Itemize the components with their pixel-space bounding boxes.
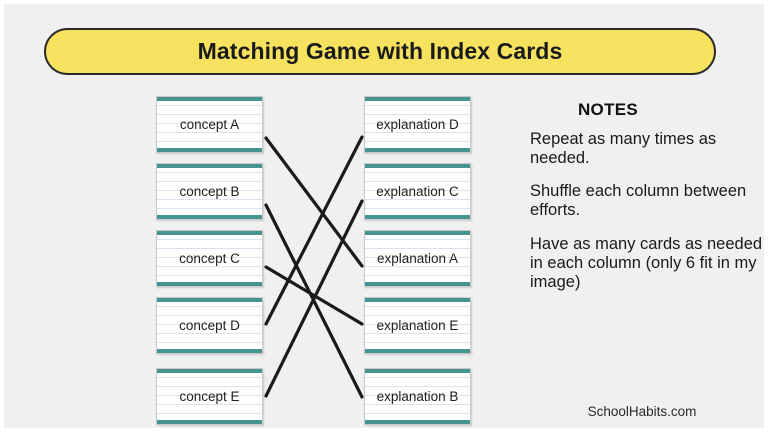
explanation-card-2[interactable]: explanation C [364,163,471,220]
explanation-card-1[interactable]: explanation D [364,96,471,153]
connector-line-2 [264,203,364,399]
card-label: concept B [179,183,240,199]
connector-line-5 [264,199,364,398]
note-paragraph-2: Shuffle each column between efforts. [530,182,747,220]
explanation-card-5[interactable]: explanation B [364,368,471,425]
notes-heading: NOTES [577,100,639,119]
card-label: concept C [179,250,240,266]
note-paragraph-3: Have as many cards as needed in each col… [530,234,763,291]
connector-line-1 [264,136,364,268]
concept-card-5[interactable]: concept E [156,368,263,425]
card-label: concept D [179,317,240,333]
concept-card-2[interactable]: concept B [156,163,263,220]
connector-line-3 [264,265,364,326]
card-label: concept A [179,116,240,132]
card-label: explanation A [376,250,459,266]
title-banner: Matching Game with Index Cards [44,28,716,75]
card-label: explanation B [376,388,459,404]
explanation-card-4[interactable]: explanation E [364,297,471,354]
concept-card-4[interactable]: concept D [156,297,263,354]
page-title: Matching Game with Index Cards [197,38,563,64]
concept-card-1[interactable]: concept A [156,96,263,153]
notes-panel: NOTES Repeat as many times as needed. Shu… [520,100,764,306]
card-label: explanation E [376,317,459,333]
connector-line-4 [264,135,364,326]
concept-card-3[interactable]: concept C [156,230,263,287]
explanation-card-3[interactable]: explanation A [364,230,471,287]
card-label: explanation D [376,116,459,132]
card-label: concept E [179,388,240,404]
footer-credit: SchoolHabits.com [587,404,697,419]
card-label: explanation C [376,183,459,199]
note-paragraph-1: Repeat as many times as needed. [530,130,717,168]
notes-body: Repeat as many times as needed. Shuffle e… [520,130,764,292]
